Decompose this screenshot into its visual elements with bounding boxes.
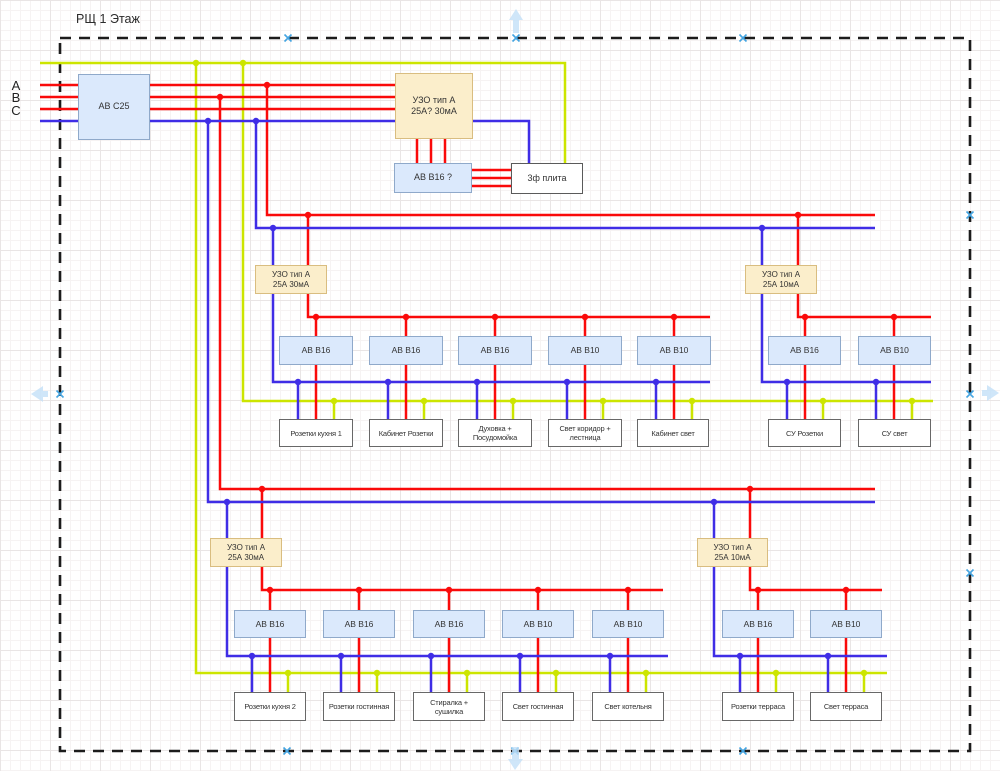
breaker[interactable]: АВ В16 xyxy=(323,610,395,638)
pe-junction-dots xyxy=(192,59,916,677)
load-label[interactable]: СУ Розетки xyxy=(768,419,841,447)
breaker[interactable]: АВ В10 xyxy=(592,610,664,638)
rcd-mid-right[interactable]: УЗО тип А 25А 10мА xyxy=(745,265,817,294)
phase-c-label: С xyxy=(11,103,21,118)
rcd-low-right-line1: УЗО тип А xyxy=(713,542,752,552)
rcd-mid-left[interactable]: УЗО тип А 25А 30мА xyxy=(255,265,327,294)
neutral-junction-dots xyxy=(204,117,880,660)
breaker[interactable]: АВ В16 xyxy=(413,610,485,638)
rcd-low-left-line2: 25А 30мА xyxy=(227,552,265,562)
page-junction-marks xyxy=(55,33,975,756)
breaker[interactable]: АВ В10 xyxy=(858,336,931,365)
phase-a-label: А xyxy=(11,78,21,93)
scroll-up-arrow[interactable] xyxy=(509,9,523,33)
load-label[interactable]: Свет коридор + лестница xyxy=(548,419,622,447)
rcd-low-right[interactable]: УЗО тип А 25А 10мА xyxy=(697,538,768,567)
load-label[interactable]: Стиралка + сушилка xyxy=(413,692,485,721)
load-label[interactable]: Кабинет Розетки xyxy=(369,419,443,447)
phase-wire[interactable] xyxy=(40,83,931,692)
rcd-low-left-line1: УЗО тип А xyxy=(226,542,266,552)
scroll-down-arrow[interactable] xyxy=(508,747,523,770)
load-label[interactable]: Свет терраса xyxy=(810,692,882,721)
main-breaker[interactable]: АВ С25 xyxy=(78,74,150,140)
scroll-right-arrow[interactable] xyxy=(982,385,999,401)
load-label[interactable]: Кабинет свет xyxy=(637,419,709,447)
neutral-wire[interactable] xyxy=(40,119,931,692)
breaker[interactable]: АВ В10 xyxy=(548,336,622,365)
stove-breaker[interactable]: АВ В16 ? xyxy=(394,163,472,193)
load-label[interactable]: Свет гостинная xyxy=(502,692,574,721)
panel-title[interactable]: РЩ 1 Этаж xyxy=(76,12,140,26)
rcd-mid-right-line1: УЗО тип А xyxy=(761,269,801,279)
load-label[interactable]: Духовка + Посудомойка xyxy=(458,419,532,447)
breaker[interactable]: АВ В16 xyxy=(234,610,306,638)
rcd-mid-left-line1: УЗО тип А xyxy=(271,269,311,279)
load-label[interactable]: Свет котельня xyxy=(592,692,664,721)
breaker[interactable]: АВ В16 xyxy=(722,610,794,638)
rcd-low-right-line2: 25А 10мА xyxy=(714,552,751,562)
breaker[interactable]: АВ В16 xyxy=(369,336,443,365)
breaker[interactable]: АВ В10 xyxy=(810,610,882,638)
load-label[interactable]: Розетки терраса xyxy=(722,692,794,721)
load-label[interactable]: Розетки кухня 1 xyxy=(279,419,353,447)
rcd-low-left[interactable]: УЗО тип А 25А 30мА xyxy=(210,538,282,567)
phase-b-label: В xyxy=(11,90,21,105)
breaker[interactable]: АВ В16 xyxy=(458,336,532,365)
scroll-left-arrow[interactable] xyxy=(31,386,48,402)
rcd-mid-right-line2: 25А 10мА xyxy=(762,279,800,289)
load-label[interactable]: СУ свет xyxy=(858,419,931,447)
breaker[interactable]: АВ В10 xyxy=(502,610,574,638)
stove-load[interactable]: 3ф плита xyxy=(511,163,583,194)
stove-rcd-line2: 25А? 30мА xyxy=(411,106,457,116)
rcd-mid-left-line2: 25А 30мА xyxy=(272,279,310,289)
stove-rcd[interactable]: УЗО тип А 25А? 30мА xyxy=(395,73,473,139)
load-label[interactable]: Розетки гостинная xyxy=(323,692,395,721)
load-label[interactable]: Розетки кухня 2 xyxy=(234,692,306,721)
breaker[interactable]: АВ В16 xyxy=(279,336,353,365)
phase-junction-dots xyxy=(216,81,898,594)
stove-rcd-line1: УЗО тип А xyxy=(412,94,456,105)
pe-wire[interactable] xyxy=(40,61,933,692)
breaker[interactable]: АВ В10 xyxy=(637,336,711,365)
breaker[interactable]: АВ В16 xyxy=(768,336,841,365)
